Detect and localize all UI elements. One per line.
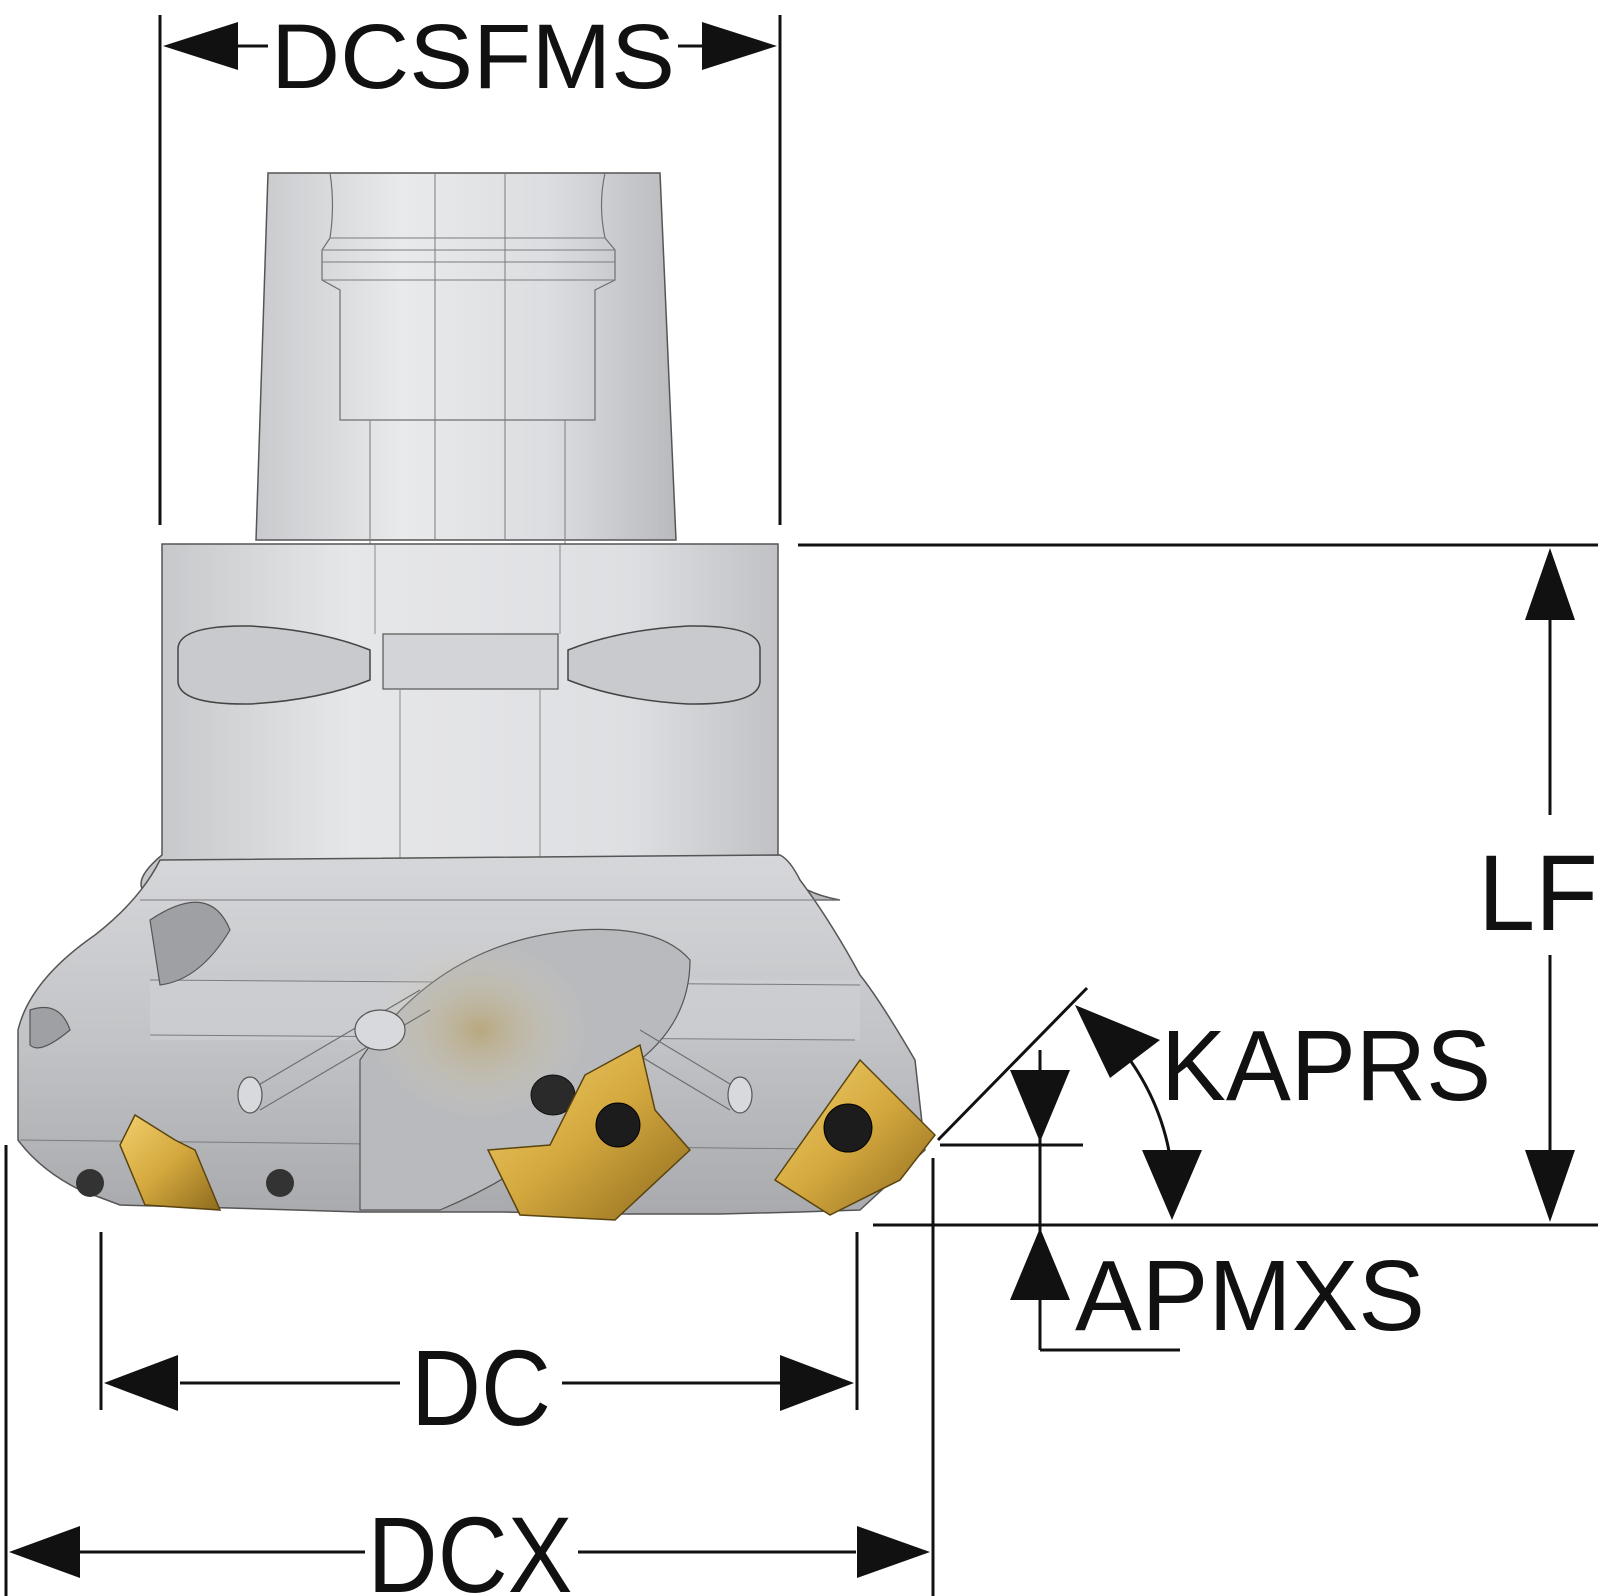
label-lf: LF [1478, 832, 1598, 953]
label-apmxs: APMXS [1075, 1240, 1425, 1352]
dimension-labels: DCSFMS LF KAPRS APMXS DC DCX [271, 6, 1598, 1596]
chip-pocket-left [29, 901, 231, 1049]
arrow-dcx-left [9, 1526, 80, 1578]
arrow-lf-bottom [1525, 1150, 1575, 1222]
shank [255, 172, 677, 541]
arrow-kaprs-top [1075, 1005, 1160, 1078]
shank-groove-lines [322, 173, 615, 630]
coolant-channel [249, 989, 741, 1111]
center-key [382, 633, 559, 690]
arrow-dc-right [780, 1355, 854, 1411]
arrow-dc-left [104, 1355, 178, 1411]
cutter-body [17, 172, 926, 1215]
insert-right-screw [823, 1103, 873, 1153]
arrow-kaprs-bottom [1142, 1150, 1202, 1220]
drive-slot-left [177, 625, 371, 705]
arrow-apmxs-top [1010, 1070, 1070, 1142]
arrow-dcx-right [857, 1526, 930, 1578]
label-kaprs: KAPRS [1161, 1010, 1491, 1122]
screw-hole-mid [266, 1169, 294, 1197]
bore-hole-3 [727, 1076, 753, 1114]
arrow-apmxs-bottom [1010, 1228, 1070, 1300]
stain-highlight [370, 940, 590, 1120]
cutting-inserts [119, 1043, 936, 1221]
arrow-lf-top [1525, 548, 1575, 620]
arrow-dcsfms-left [163, 22, 238, 70]
label-dc: DC [411, 1327, 551, 1448]
screw-hole-left [76, 1169, 104, 1197]
arrow-dcsfms-right [702, 22, 777, 70]
insert-center [486, 1043, 692, 1221]
insert-center-screw [595, 1102, 641, 1148]
bore-hole-2 [237, 1076, 263, 1114]
internal-bore-lines [374, 545, 561, 975]
shank-groove [321, 172, 616, 421]
label-dcsfms: DCSFMS [271, 6, 675, 108]
upper-body [140, 543, 841, 901]
bore-hole-1 [354, 1009, 406, 1051]
insert-left [119, 1113, 222, 1211]
arrowheads [9, 22, 1575, 1578]
label-dcx: DCX [368, 1494, 573, 1596]
drive-slot-right [567, 625, 761, 705]
